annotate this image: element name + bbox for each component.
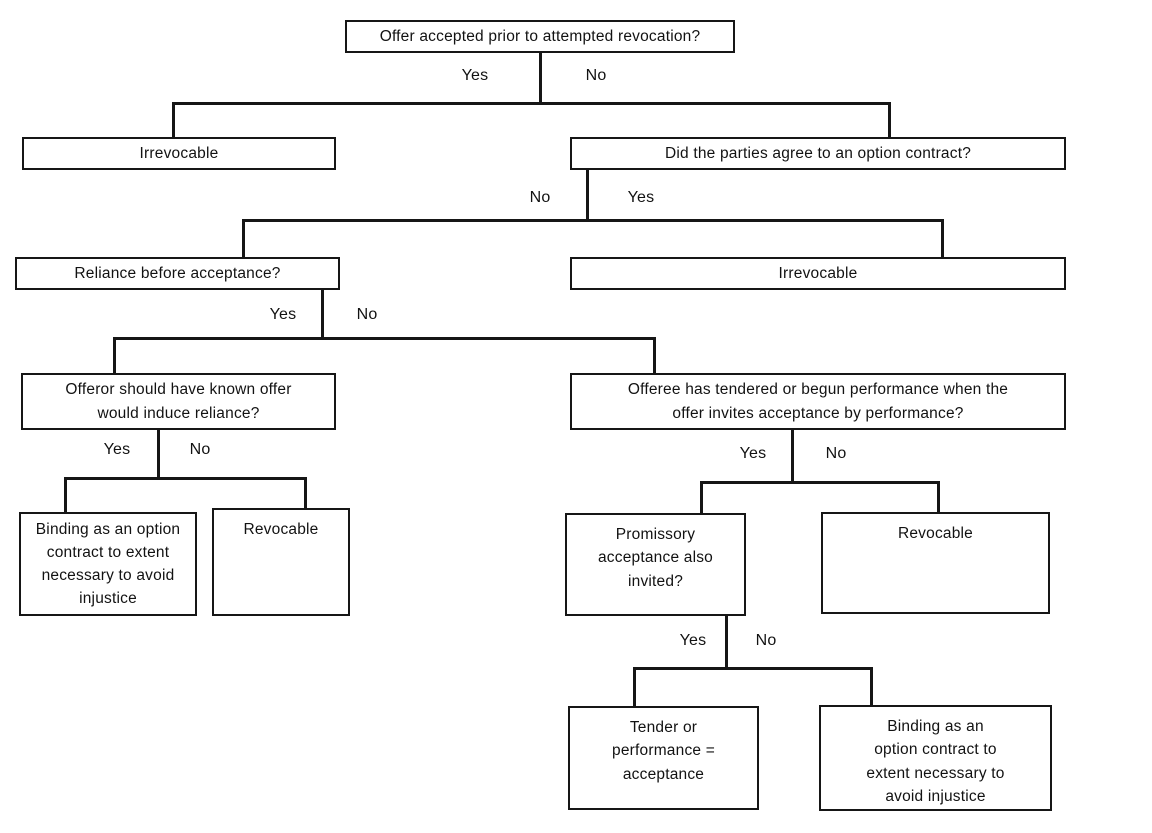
edge-label-yes: Yes [677, 631, 709, 651]
connector-promissory-drop [725, 616, 728, 668]
connector-reliance-drop [321, 290, 324, 338]
connector-level3-left [113, 337, 116, 373]
edge-label-yes: Yes [101, 440, 133, 460]
edge-label-yes: Yes [737, 444, 769, 464]
node-outcome-binding-option-left: Binding as an option contract to extent … [19, 512, 197, 616]
edge-label-no: No [187, 440, 213, 460]
edge-label-yes: Yes [625, 188, 657, 208]
connector-level4r-right [937, 481, 940, 512]
connector-level2-right [941, 219, 944, 257]
node-question-offeror-known: Offeror should have known offer would in… [21, 373, 336, 430]
node-outcome-irrevocable-top: Irrevocable [22, 137, 336, 170]
connector-level3-right [653, 337, 656, 373]
edge-label-no: No [823, 444, 849, 464]
connector-level5-rail [633, 667, 873, 670]
connector-known-drop [157, 430, 160, 478]
connector-level4l-right [304, 477, 307, 508]
connector-level2-rail [242, 219, 944, 222]
connector-top-drop [539, 53, 542, 103]
connector-level4l-left [64, 477, 67, 512]
edge-label-no: No [354, 305, 380, 325]
connector-level2-left [242, 219, 245, 257]
node-question-reliance: Reliance before acceptance? [15, 257, 340, 290]
connector-level4l-rail [64, 477, 307, 480]
node-outcome-revocable-right: Revocable [821, 512, 1050, 614]
connector-level1-right [888, 102, 891, 137]
node-question-promissory: Promissory acceptance also invited? [565, 513, 746, 616]
connector-option-drop [586, 170, 589, 220]
node-question-offer-accepted: Offer accepted prior to attempted revoca… [345, 20, 735, 53]
connector-level4r-rail [700, 481, 940, 484]
edge-label-yes: Yes [267, 305, 299, 325]
connector-level5-right [870, 667, 873, 705]
node-question-option-contract: Did the parties agree to an option contr… [570, 137, 1066, 170]
connector-tendered-drop [791, 430, 794, 482]
node-outcome-binding-option-right: Binding as an option contract to extent … [819, 705, 1052, 811]
edge-label-yes: Yes [459, 66, 491, 86]
connector-level1-left [172, 102, 175, 137]
node-outcome-irrevocable-option: Irrevocable [570, 257, 1066, 290]
node-outcome-tender-acceptance: Tender or performance = acceptance [568, 706, 759, 810]
connector-level3-rail [113, 337, 656, 340]
connector-level4r-left [700, 481, 703, 513]
connector-level5-left [633, 667, 636, 706]
connector-level1-rail [172, 102, 891, 105]
edge-label-no: No [583, 66, 609, 86]
edge-label-no: No [753, 631, 779, 651]
edge-label-no: No [527, 188, 553, 208]
node-outcome-revocable-left: Revocable [212, 508, 350, 616]
node-question-offeree-tendered: Offeree has tendered or begun performanc… [570, 373, 1066, 430]
